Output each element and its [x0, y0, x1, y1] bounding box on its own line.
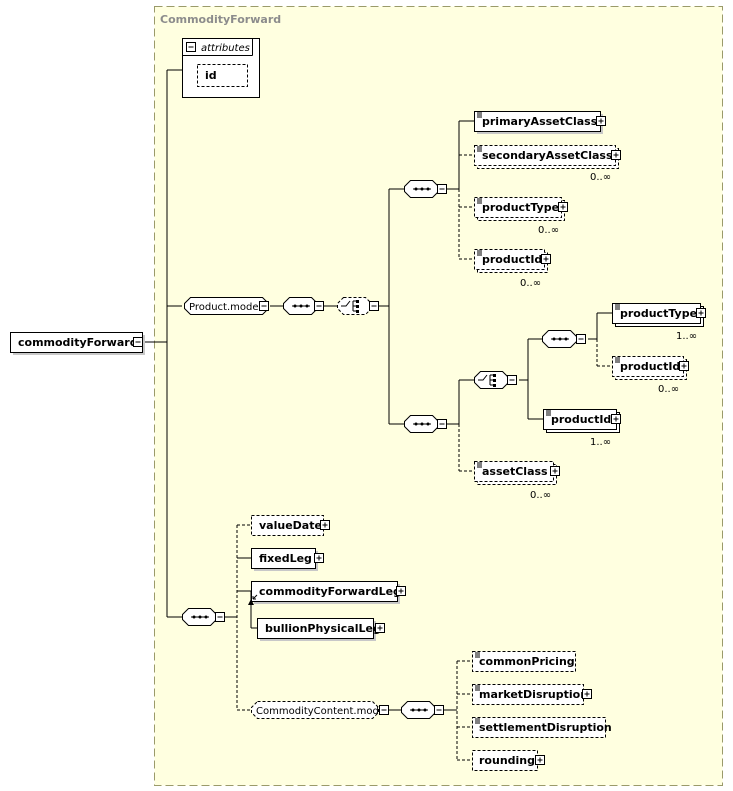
element-product-id[interactable]: productId 1..∞ — [543, 409, 621, 449]
choice-compositor[interactable] — [474, 371, 517, 389]
expand-icon[interactable] — [396, 586, 406, 596]
expand-icon[interactable] — [611, 150, 621, 160]
collapse-icon[interactable] — [434, 705, 444, 715]
element-product-type[interactable]: productType 1..∞ — [612, 303, 706, 343]
sequence-compositor[interactable] — [404, 415, 447, 433]
element-label: productId — [620, 360, 680, 373]
attribute-id-label: id — [205, 69, 217, 82]
element-fixed-leg[interactable]: fixedLeg — [251, 548, 324, 572]
collapse-icon[interactable] — [576, 334, 586, 344]
expand-icon[interactable] — [314, 553, 324, 563]
cardinality-label: 0..∞ — [530, 490, 551, 501]
cardinality-label: 0..∞ — [538, 225, 559, 236]
expand-icon[interactable] — [611, 414, 621, 424]
cardinality-label: 1..∞ — [590, 437, 611, 448]
element-common-pricing[interactable]: commonPricing — [472, 651, 576, 672]
sequence-compositor[interactable] — [401, 701, 444, 719]
expand-icon[interactable] — [696, 308, 706, 318]
sequence-compositor[interactable] — [182, 608, 225, 626]
element-label: fixedLeg — [259, 552, 312, 565]
collapse-icon[interactable] — [133, 337, 143, 347]
element-label: commonPricing — [479, 655, 575, 668]
group-canvas — [154, 6, 723, 786]
element-label: productType — [620, 307, 697, 320]
expand-icon[interactable] — [320, 520, 330, 530]
element-asset-class[interactable]: assetClass 0..∞ — [474, 461, 560, 502]
collapse-icon[interactable] — [437, 419, 447, 429]
expand-icon[interactable] — [375, 623, 385, 633]
collapse-icon[interactable] — [507, 375, 517, 385]
cardinality-label: 0..∞ — [520, 278, 541, 289]
element-label: bullionPhysicalLeg — [265, 622, 381, 635]
collapse-icon[interactable] — [314, 301, 324, 311]
collapse-icon[interactable] — [437, 184, 447, 194]
collapse-icon[interactable] — [259, 301, 269, 311]
cardinality-label: 1..∞ — [676, 331, 697, 342]
root-element-label: commodityForward — [18, 336, 138, 349]
element-label: commodityForwardLeg — [259, 585, 401, 598]
element-label: marketDisruption — [479, 688, 588, 701]
element-primary-asset-class[interactable]: primaryAssetClass — [474, 111, 606, 135]
element-commodity-forward-leg[interactable]: commodityForwardLeg — [251, 581, 406, 605]
element-label: productId — [551, 413, 611, 426]
element-label: secondaryAssetClass — [482, 149, 613, 162]
element-product-id[interactable]: productId 0..∞ — [474, 249, 551, 290]
element-product-id[interactable]: productId 0..∞ — [612, 356, 689, 396]
group-commodity-content-model-label: CommodityContent.model — [256, 706, 388, 717]
element-value-date[interactable]: valueDate — [251, 515, 330, 536]
element-label: productType — [482, 201, 559, 214]
expand-icon[interactable] — [550, 466, 560, 476]
element-settlement-disruption[interactable]: settlementDisruption — [472, 717, 612, 738]
sequence-compositor[interactable] — [283, 297, 324, 315]
expand-icon[interactable] — [558, 202, 568, 212]
collapse-icon[interactable] — [369, 301, 379, 311]
sequence-compositor[interactable] — [404, 180, 447, 198]
element-rounding[interactable]: rounding — [472, 750, 545, 771]
element-secondary-asset-class[interactable]: secondaryAssetClass 0..∞ — [474, 145, 621, 184]
attributes-panel: attributes id — [182, 38, 260, 98]
element-label: productId — [482, 253, 542, 266]
sequence-compositor[interactable] — [542, 330, 586, 348]
collapse-icon[interactable] — [379, 705, 389, 715]
element-label: rounding — [479, 754, 535, 767]
expand-icon[interactable] — [541, 254, 551, 264]
element-product-type[interactable]: productType 0..∞ — [474, 197, 568, 237]
group-product-model[interactable]: Product.model — [184, 297, 269, 315]
element-label: primaryAssetClass — [482, 115, 598, 128]
element-label: assetClass — [482, 465, 548, 478]
root-element-commodity-forward[interactable]: commodityForward — [10, 332, 146, 356]
element-label: settlementDisruption — [479, 721, 612, 734]
connectors — [145, 69, 612, 761]
expand-icon[interactable] — [596, 116, 606, 126]
attribute-id[interactable]: id — [197, 64, 248, 87]
expand-icon[interactable] — [535, 755, 545, 765]
expand-icon[interactable] — [582, 689, 592, 699]
element-bullion-physical-leg[interactable]: bullionPhysicalLeg — [257, 618, 385, 642]
element-market-disruption[interactable]: marketDisruption — [472, 684, 592, 705]
group-commodity-content-model[interactable]: CommodityContent.model — [251, 701, 389, 719]
cardinality-label: 0..∞ — [658, 384, 679, 395]
cardinality-label: 0..∞ — [590, 172, 611, 183]
attributes-label: attributes — [201, 43, 250, 54]
element-label: valueDate — [259, 519, 322, 532]
choice-compositor[interactable] — [337, 297, 379, 315]
expand-icon[interactable] — [679, 361, 689, 371]
group-title: CommodityForward — [160, 13, 281, 26]
group-product-model-label: Product.model — [189, 302, 261, 313]
collapse-icon[interactable] — [215, 612, 225, 622]
collapse-icon[interactable] — [186, 42, 196, 52]
